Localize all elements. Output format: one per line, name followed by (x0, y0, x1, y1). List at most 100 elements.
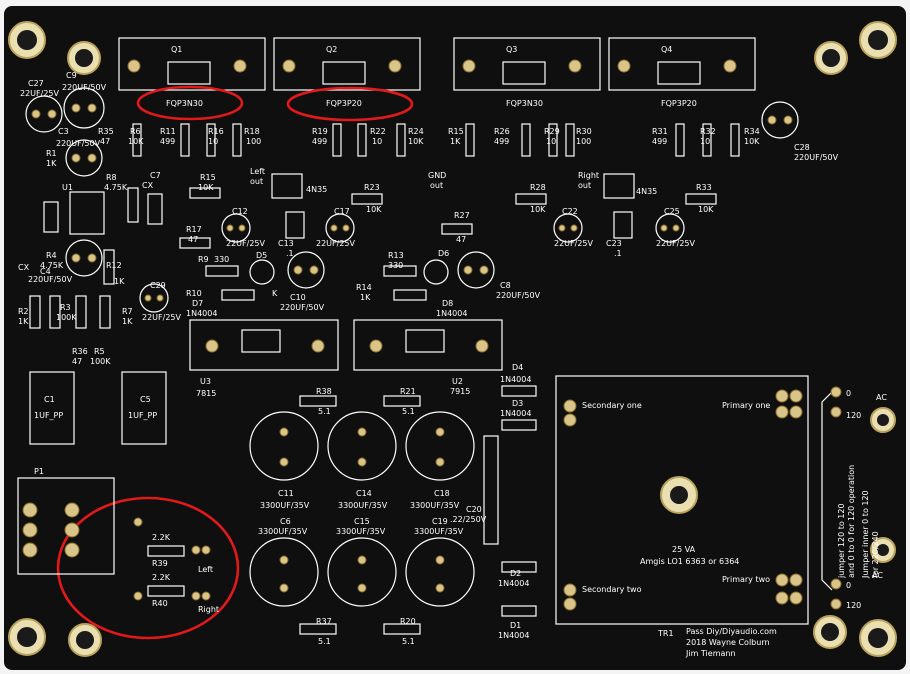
label-r39: R39 (152, 559, 168, 568)
label-r10: R10 (186, 289, 202, 298)
label-c8v: 220UF/50V (496, 291, 541, 300)
label-r22v: 10 (372, 137, 382, 146)
label-u1: U1 (62, 183, 73, 192)
label-r19: R19 (312, 127, 328, 136)
label-r33: R33 (696, 183, 712, 192)
label-secondary-two: Secondary two (582, 585, 642, 594)
label-r6: R6 (130, 127, 141, 136)
label-r17: R17 (186, 225, 202, 234)
label-u3v: 7815 (196, 389, 216, 398)
label-r16v: 10 (208, 137, 218, 146)
q3-part: FQP3N30 (506, 99, 543, 108)
label-d5: D5 (256, 251, 267, 260)
label-gnd-out-1: GND (428, 171, 446, 180)
label-r23v: 10K (366, 205, 382, 214)
label-r2: R2 (18, 307, 29, 316)
annotation-ellipse-q1 (136, 85, 244, 121)
label-right: Right (198, 605, 219, 614)
label-right-out-1: Right (578, 171, 599, 180)
label-r26v: 499 (494, 137, 509, 146)
label-r29: R29 (544, 127, 560, 136)
label-cx1: CX (142, 181, 154, 190)
label-d3v: 1N4004 (500, 409, 531, 418)
label-c4v: 220UF/50V (28, 275, 73, 284)
mounting-holes (8, 21, 897, 657)
label-c4: C4 (40, 267, 51, 276)
label-r40v: 2.2K (152, 573, 171, 582)
middle-parts (179, 173, 717, 371)
label-r5v: 100K (90, 357, 111, 366)
label-d3: D3 (512, 399, 523, 408)
label-r12v: 1K (114, 277, 125, 286)
label-jumper-4: for 220/240 (871, 531, 880, 578)
label-tr1: TR1 (657, 629, 674, 638)
jumper-text-block: jumper 120 to 120 and 0 to 0 for 120 ope… (837, 465, 880, 579)
label-primary-two: Primary two (722, 575, 770, 584)
label-r19v: 499 (312, 137, 327, 146)
label-u2: 4N35 (306, 185, 327, 194)
label-r4: R4 (46, 251, 57, 260)
q2-part: FQP3P20 (326, 99, 362, 108)
label-r5: R5 (94, 347, 105, 356)
label-r21v: 5.1 (402, 407, 415, 416)
label-120-2: 120 (846, 601, 861, 610)
annotation-ellipse-r39-r40 (56, 496, 240, 640)
credit-line-1: Pass Diy/Diyaudio.com (686, 627, 777, 636)
label-r26: R26 (494, 127, 510, 136)
label-c5: C5 (140, 395, 151, 404)
label-c25: C25 (664, 207, 680, 216)
label-amgis: Amgis LO1 6363 or 6364 (640, 557, 739, 566)
label-cx2: CX (18, 263, 30, 272)
label-jumper-2: and 0 to 0 for 120 operation (847, 465, 856, 578)
label-c8: C8 (500, 281, 511, 290)
label-d7: D7 (192, 299, 203, 308)
label-r33v: 10K (698, 205, 714, 214)
label-r3v: 100K (56, 313, 77, 322)
label-r31: R31 (652, 127, 668, 136)
label-zero-2: 0 (846, 581, 851, 590)
label-r4v: 4.75K (40, 261, 64, 270)
label-r27: R27 (454, 211, 470, 220)
label-r31v: 499 (652, 137, 667, 146)
label-u3: U3 (200, 377, 211, 386)
label-d2v: 1N4004 (498, 579, 529, 588)
label-c29v: 22UF/25V (142, 313, 182, 322)
label-c3v: 220UF/50V (56, 139, 101, 148)
label-c18v: 3300UF/35V (410, 501, 460, 510)
label-c27v: 22UF/25V (20, 89, 60, 98)
q1-ref: Q1 (171, 45, 182, 54)
label-r9: R9 (198, 255, 209, 264)
label-d4v: 1N4004 (500, 375, 531, 384)
label-r2v: 1K (18, 317, 29, 326)
transistor-outlines (118, 37, 756, 91)
label-r17v: 47 (188, 235, 198, 244)
c28-outline (761, 101, 799, 139)
label-r32: R32 (700, 127, 716, 136)
label-r39v: 2.2K (152, 533, 171, 542)
label-u5: U2 (452, 377, 463, 386)
q3-ref: Q3 (506, 45, 517, 54)
label-r21: R21 (400, 387, 416, 396)
label-d8v: 1N4004 (436, 309, 467, 318)
label-u4: 4N35 (636, 187, 657, 196)
label-r30: R30 (576, 127, 592, 136)
label-r24v: 10K (408, 137, 424, 146)
label-r36v: 47 (72, 357, 82, 366)
label-c22: C22 (562, 207, 578, 216)
label-c6v: 3300UF/35V (258, 527, 308, 536)
label-c10: C10 (290, 293, 306, 302)
label-c6: C6 (280, 517, 291, 526)
label-ac-1: AC (876, 393, 887, 402)
label-r11: R11 (160, 127, 176, 136)
label-c25v: 22UF/25V (656, 239, 696, 248)
label-r36: R36 (72, 347, 88, 356)
credit-line-2: 2018 Wayne Colburn (686, 638, 770, 647)
label-c5v: 1UF_PP (128, 411, 157, 420)
power-supply-parts (249, 385, 537, 635)
label-c7: C7 (150, 171, 161, 180)
resistor-row-top (132, 123, 740, 157)
label-c14v: 3300UF/35V (338, 501, 388, 510)
label-c13: C13 (278, 239, 294, 248)
label-r40: R40 (152, 599, 168, 608)
